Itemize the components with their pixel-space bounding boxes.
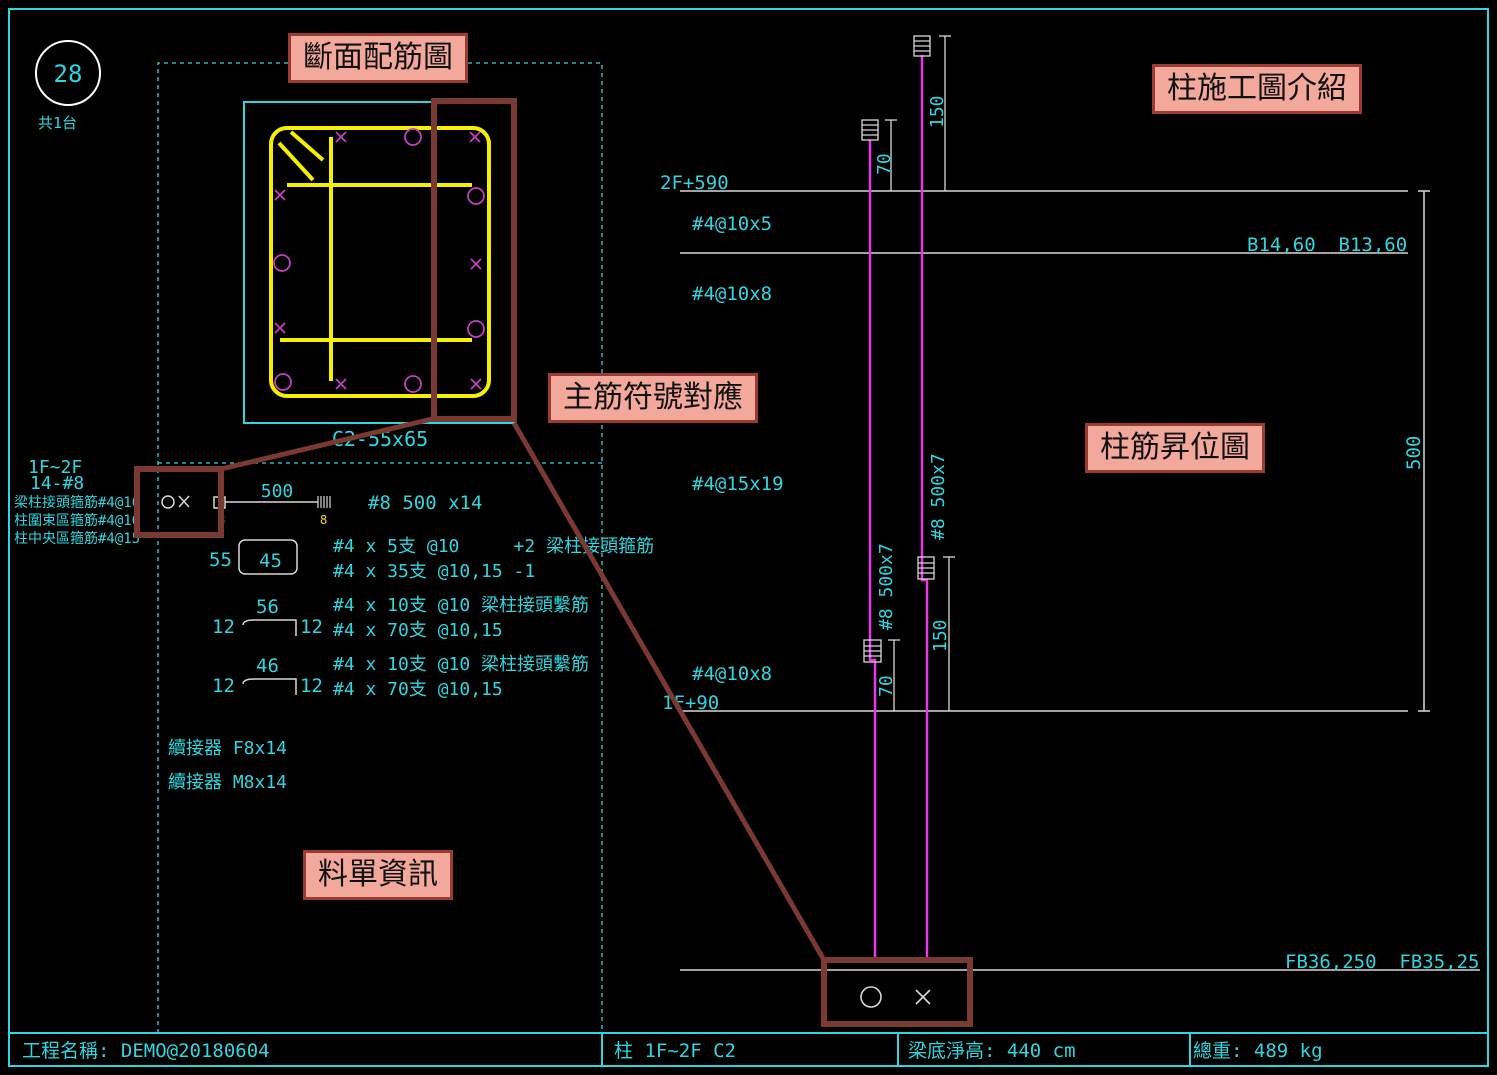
bom-row: #4 x 10支 @10 梁柱接頭繫筋	[333, 654, 589, 675]
hoop-width: 45	[259, 550, 282, 572]
lap-label: 70	[874, 153, 895, 175]
floor-range: 1F~2F	[28, 457, 82, 478]
stirrup-note: #4@10x8	[692, 663, 772, 685]
callout-elevation-intro: 柱施工圖介紹	[1152, 64, 1362, 114]
tie-b-length: 46	[256, 655, 279, 677]
tie-a-left: 12	[212, 616, 235, 638]
callout-lap-diagram: 柱筋昇位圖	[1085, 423, 1265, 473]
bom-row: #4 x 70支 @10,15	[333, 679, 503, 700]
lap-label: 70	[876, 675, 897, 697]
bar-circle-symbol	[161, 495, 175, 509]
footer-clear-height: 梁底淨高: 440 cm	[908, 1040, 1076, 1062]
bom-row: #4 x 35支 @10,15 -1	[333, 561, 535, 582]
lap-label: 150	[927, 95, 948, 128]
bottom-circle-symbol	[860, 986, 882, 1008]
bar-thread-symbol	[317, 496, 331, 508]
coupler-spec-m: 續接器 M8x14	[168, 772, 287, 793]
bom-row: #4 x 70支 @10,15	[333, 620, 503, 641]
footer-member: 柱 1F~2F C2	[614, 1040, 736, 1062]
stirrup-note: #4@15x19	[692, 473, 784, 495]
sheet-number-circle	[35, 40, 101, 106]
main-bar-length: 500	[261, 481, 294, 502]
callout-bom: 料單資訊	[303, 850, 453, 900]
hoop-note-3: 柱中央區箍筋#4@15	[14, 530, 140, 547]
lap-dimensions	[885, 35, 955, 711]
sheet-number: 28	[54, 60, 83, 88]
lap-label: 150	[930, 619, 951, 652]
hoop-note-2: 柱圍束區箍筋#4@10	[14, 512, 140, 529]
height-dim-label: 500	[1403, 436, 1425, 470]
lap-label: #8 500x7	[876, 543, 897, 630]
callout-section-drawing: 斷面配筋圖	[288, 33, 468, 83]
coupler-marks	[861, 35, 935, 663]
footer-weight: 總重: 489 kg	[1193, 1040, 1323, 1062]
callout-symbol-map: 主筋符號對應	[548, 373, 758, 423]
stirrup-note: #4@10x5	[692, 213, 772, 235]
hoop-note-1: 梁柱接頭箍筋#4@10	[14, 494, 140, 511]
height-dimension	[1418, 190, 1430, 712]
bar-count: 14-#8	[30, 473, 84, 494]
tie-a-length: 56	[256, 596, 279, 618]
level-lines	[680, 190, 1480, 971]
section-rebar-cage	[269, 126, 491, 398]
main-bar-spec: #8 500 x14	[368, 492, 482, 514]
tie-b-right: 12	[300, 675, 323, 697]
highlight-boxes	[134, 98, 973, 1027]
level-top: 2F+590	[660, 172, 729, 194]
bar-cross-symbol	[178, 495, 190, 508]
beam-label-top: B14,60 B13,60	[1247, 234, 1407, 256]
stirrup-note: #4@10x8	[692, 283, 772, 305]
hook-mark-b: 8	[320, 513, 327, 527]
sheet-quantity: 共1台	[38, 114, 77, 132]
drawing-border	[8, 8, 1489, 1067]
footer-project: 工程名稱: DEMO@20180604	[22, 1040, 270, 1062]
section-main-bars	[273, 128, 485, 393]
lap-label: #8 500x7	[928, 453, 949, 540]
pointer-lines	[220, 416, 827, 962]
hoop-height: 55	[209, 549, 232, 571]
bom-row: #4 x 10支 @10 梁柱接頭繫筋	[333, 595, 589, 616]
bottom-cross-symbol	[915, 989, 931, 1005]
tie-shape-b	[242, 678, 297, 695]
tie-shape-a	[242, 619, 297, 636]
bom-row: #4 x 5支 @10 +2 梁柱接頭箍筋	[333, 536, 654, 557]
hoop-shape	[238, 539, 298, 575]
beam-label-bottom: FB36,250 FB35,25	[1285, 951, 1479, 973]
tie-a-right: 12	[300, 616, 323, 638]
tie-b-left: 12	[212, 675, 235, 697]
coupler-spec-f: 續接器 F8x14	[168, 738, 287, 759]
